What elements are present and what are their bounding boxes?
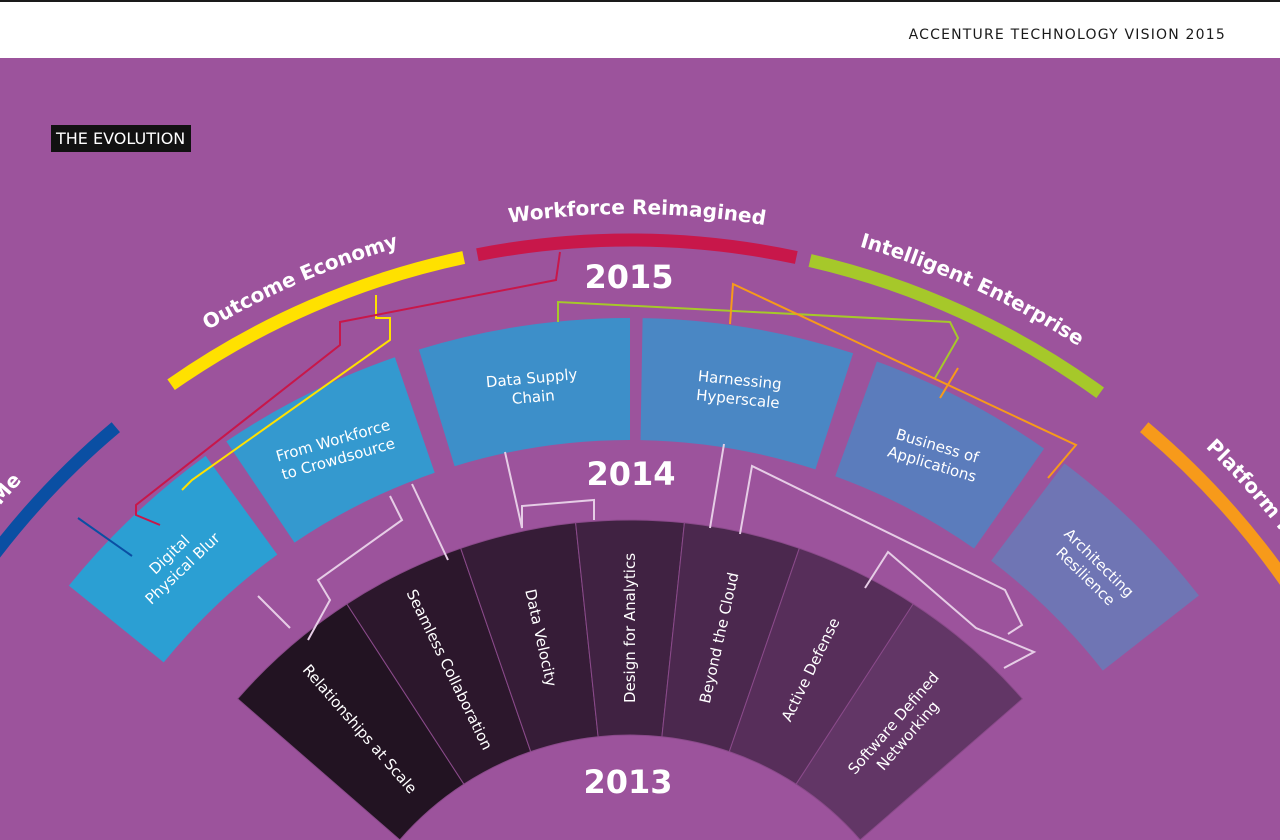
trend-arc-outcome-economy bbox=[167, 251, 466, 391]
top-bar: ACCENTURE TECHNOLOGY VISION 2015 bbox=[0, 0, 1280, 58]
trend-2014-digital-physical-blur: DigitalPhysical Blur bbox=[68, 455, 278, 663]
segment-2013-label: Design for Analytics bbox=[621, 553, 639, 703]
connector-lines bbox=[77, 251, 1078, 669]
segment-2014-shape bbox=[418, 317, 630, 467]
connector-business-of-applications bbox=[739, 464, 1024, 635]
trend-label-workforce-reimagined: Workforce Reimagined bbox=[507, 195, 768, 230]
section-label: THE EVOLUTION bbox=[51, 125, 192, 152]
year-labels: 2015 2014 2013 bbox=[583, 258, 675, 801]
trend-arc-workforce-reimagined bbox=[476, 233, 798, 264]
connector-platform-revolution-b bbox=[939, 367, 959, 399]
segment-2014-shape bbox=[991, 463, 1199, 671]
trend-2014-business-of-applications: Business ofApplications bbox=[835, 361, 1045, 549]
segment-2014-shape bbox=[640, 318, 854, 470]
trend-2014-from-workforce-to-crowdsource: From Workforceto Crowdsource bbox=[226, 357, 435, 543]
connector-architecting-resilience bbox=[864, 550, 1037, 669]
trend-arc-internet-of-me bbox=[0, 422, 120, 558]
trend-2013-active-defense: Active Defense bbox=[728, 547, 914, 785]
connector-seamless-collaboration bbox=[307, 495, 404, 641]
trend-2014-architecting-resilience: ArchitectingResilience bbox=[991, 463, 1199, 671]
connector-harnessing-hyperscale bbox=[709, 443, 725, 529]
trend-2013-beyond-the-cloud: Beyond the Cloud bbox=[661, 522, 800, 753]
connector-from-workforce bbox=[411, 483, 449, 561]
connector-internet-of-me bbox=[77, 517, 133, 557]
connector-relationships-at-scale bbox=[257, 595, 291, 629]
trend-2014-data-supply-chain: Data SupplyChain bbox=[418, 317, 630, 467]
connector-platform-revolution-a bbox=[729, 282, 1078, 479]
segment-2014-line: Chain bbox=[511, 386, 555, 408]
header-title: ACCENTURE TECHNOLOGY VISION 2015 bbox=[908, 27, 1226, 43]
segment-2014-shape bbox=[68, 455, 278, 663]
year-2014: 2014 bbox=[586, 455, 675, 493]
connector-workforce-reimagined bbox=[135, 251, 561, 526]
trend-2014-harnessing-hyperscale: HarnessingHyperscale bbox=[640, 318, 854, 470]
segment-2014-shape bbox=[835, 361, 1045, 549]
trend-2013-software-defined-networking: Software DefinedNetworking bbox=[795, 603, 1024, 840]
year-2013: 2013 bbox=[583, 763, 672, 801]
segment-2013-line: Design for Analytics bbox=[621, 553, 639, 703]
trend-arc-intelligent-enterprise bbox=[808, 254, 1105, 399]
trend-arc-platform-revolution bbox=[1140, 422, 1280, 586]
year-2015: 2015 bbox=[584, 258, 673, 296]
segment-2013-shape bbox=[795, 603, 1024, 840]
connector-intelligent-enterprise bbox=[557, 300, 960, 379]
segment-2014-shape bbox=[226, 357, 435, 543]
connector-data-supply-chain bbox=[504, 451, 595, 529]
segment-2014-label: HarnessingHyperscale bbox=[695, 367, 782, 412]
